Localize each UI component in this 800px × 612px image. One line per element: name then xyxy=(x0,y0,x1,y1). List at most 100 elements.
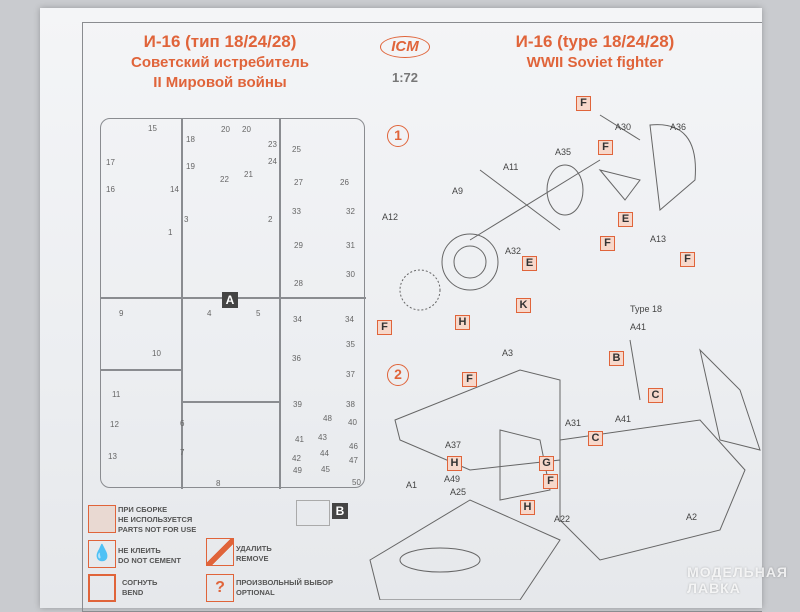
part-number: 4 xyxy=(207,309,212,318)
part-number: 45 xyxy=(321,465,330,474)
part-label: A49 xyxy=(444,474,461,484)
part-label: A1 xyxy=(406,480,418,490)
part-label: A11 xyxy=(503,162,519,172)
part-number: 36 xyxy=(292,354,301,363)
part-callout-box: F xyxy=(600,236,615,251)
ru-subtitle-1: Советский истребитель xyxy=(131,54,309,71)
en-subtitle: WWII Soviet fighter xyxy=(526,54,664,71)
part-label: A3 xyxy=(502,348,514,358)
part-label: A12 xyxy=(382,212,399,222)
part-callout-box: E xyxy=(522,256,537,271)
part-number: 32 xyxy=(346,207,355,216)
icm-logo: ICM xyxy=(380,36,430,58)
do-not-cement-icon: 💧 xyxy=(88,540,116,568)
part-number: 44 xyxy=(320,449,329,458)
part-callout-box: C xyxy=(588,431,603,446)
remove-knife-icon xyxy=(206,538,234,566)
part-label: A41 xyxy=(630,322,647,332)
part-callout-box: F xyxy=(598,140,613,155)
part-label: A41 xyxy=(615,414,632,424)
part-number: 47 xyxy=(349,456,358,465)
part-number: 43 xyxy=(318,433,327,442)
ru-title: И-16 (тип 18/24/28) xyxy=(143,32,297,51)
part-label: A32 xyxy=(505,246,522,256)
part-number: 21 xyxy=(244,170,253,179)
part-number: 14 xyxy=(170,185,179,194)
part-number: 1 xyxy=(168,228,173,237)
part-callout-box: H xyxy=(455,315,470,330)
part-number: 18 xyxy=(186,135,195,144)
scale: 1:72 xyxy=(391,70,419,85)
part-callout-box: F xyxy=(377,320,392,335)
sprue-a-label: A xyxy=(222,292,238,308)
part-number: 20 xyxy=(242,125,251,134)
part-number: 33 xyxy=(292,207,301,216)
part-number: 12 xyxy=(110,420,119,429)
part-number: 10 xyxy=(152,349,161,358)
part-label: A31 xyxy=(565,418,582,428)
part-label: A35 xyxy=(555,147,572,157)
part-number: 26 xyxy=(340,178,349,187)
step-2-number: 2 xyxy=(387,364,409,386)
part-label: A37 xyxy=(445,440,462,450)
part-number: 9 xyxy=(119,309,124,318)
part-number: 8 xyxy=(216,479,221,488)
part-number: 23 xyxy=(268,140,277,149)
part-number: 11 xyxy=(112,390,121,399)
part-number: 37 xyxy=(346,370,355,379)
type-18-label: Type 18 xyxy=(630,304,663,314)
part-callout-box: E xyxy=(618,212,633,227)
part-number: 19 xyxy=(186,162,195,171)
part-number: 30 xyxy=(346,270,355,279)
en-title: И-16 (type 18/24/28) xyxy=(515,32,675,51)
part-number: 5 xyxy=(256,309,261,318)
sprue-b-diagram xyxy=(296,500,330,526)
part-number: 27 xyxy=(294,178,303,187)
part-number: 48 xyxy=(323,414,332,423)
part-number: 34 xyxy=(345,315,354,324)
sprue-b-label: B xyxy=(332,503,348,519)
part-label: A36 xyxy=(670,122,687,132)
part-callout-box: F xyxy=(576,96,591,111)
part-number: 13 xyxy=(108,452,117,461)
part-number: 6 xyxy=(180,419,185,428)
part-number: 22 xyxy=(220,175,229,184)
part-number: 35 xyxy=(346,340,355,349)
part-number: 41 xyxy=(295,435,304,444)
part-number: 39 xyxy=(293,400,302,409)
part-number: 7 xyxy=(180,448,185,457)
part-callout-box: F xyxy=(680,252,695,267)
step-1-number: 1 xyxy=(387,125,409,147)
part-number: 28 xyxy=(294,279,303,288)
part-callout-box: K xyxy=(516,298,531,313)
part-number: 40 xyxy=(348,418,357,427)
part-number: 15 xyxy=(148,124,157,133)
part-label: A22 xyxy=(554,514,571,524)
part-label: A2 xyxy=(686,512,698,522)
part-number: 46 xyxy=(349,442,358,451)
part-number: 2 xyxy=(268,215,273,224)
part-callout-box: F xyxy=(543,474,558,489)
part-callout-box: G xyxy=(539,456,554,471)
part-callout-box: C xyxy=(648,388,663,403)
part-number: 20 xyxy=(221,125,230,134)
part-number: 38 xyxy=(346,400,355,409)
part-label: A30 xyxy=(615,122,632,132)
part-number: 16 xyxy=(106,185,115,194)
part-callout-box: H xyxy=(520,500,535,515)
not-for-use-icon xyxy=(88,505,116,533)
part-number: 3 xyxy=(184,215,189,224)
part-number: 31 xyxy=(346,241,355,250)
part-callout-box: B xyxy=(609,351,624,366)
part-number: 24 xyxy=(268,157,277,166)
part-number: 34 xyxy=(293,315,302,324)
part-number: 29 xyxy=(294,241,303,250)
part-number: 42 xyxy=(292,454,301,463)
instruction-sheet xyxy=(40,8,762,608)
part-label: A9 xyxy=(452,186,464,196)
part-callout-box: H xyxy=(447,456,462,471)
